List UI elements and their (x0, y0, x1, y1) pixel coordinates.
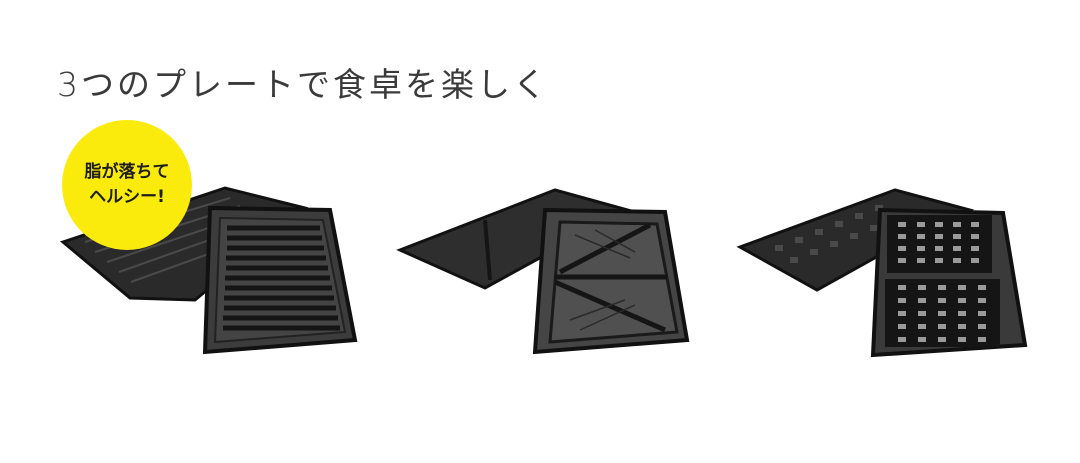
grill-plate-image (59, 186, 358, 355)
sandwich-plate-image (396, 188, 690, 355)
badge-line-2: ヘルシー! (89, 187, 165, 207)
badge-line-1: 脂が落ちて (84, 162, 170, 182)
healthy-badge: 脂が落ちて ヘルシー! (62, 120, 192, 250)
waffle-plate-image (736, 188, 1028, 358)
page-title: 3つのプレートで食卓を楽しく (57, 65, 549, 104)
